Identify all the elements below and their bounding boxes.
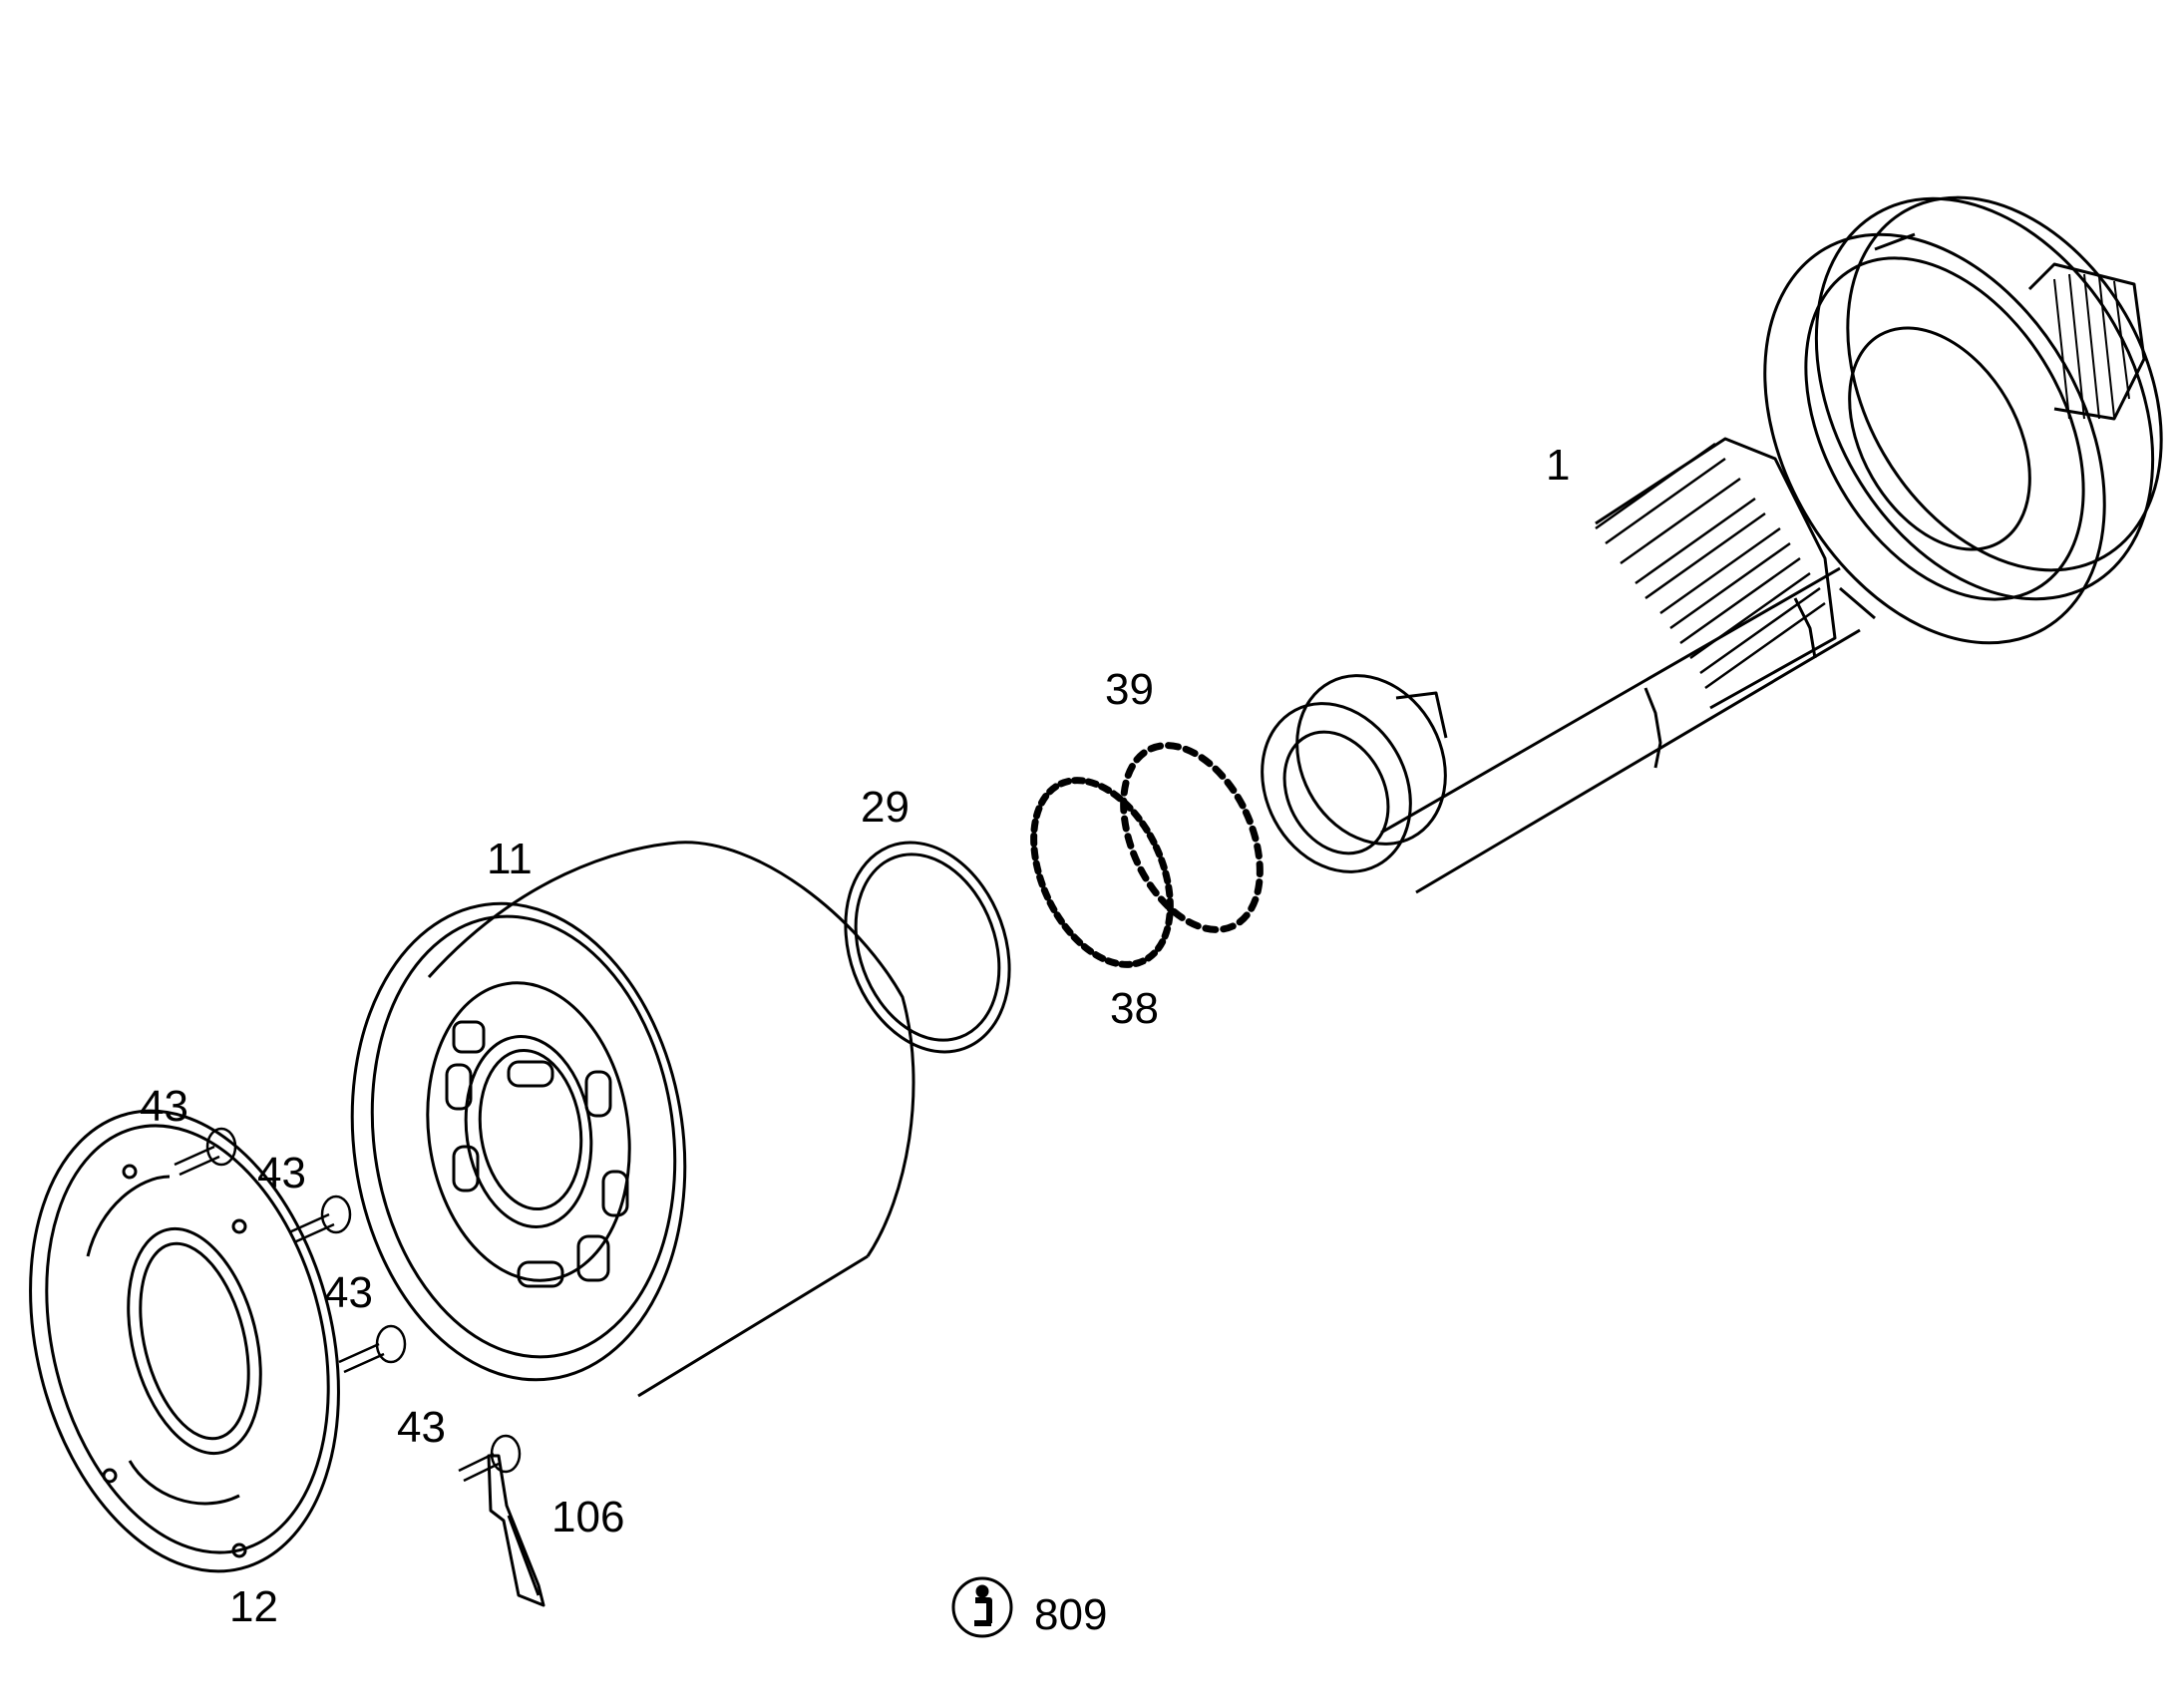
- callout-1: 1: [1546, 441, 1571, 490]
- part-43-screws: [174, 1127, 522, 1483]
- part-1-shaft: [1261, 195, 2163, 894]
- callout-106: 106: [551, 1493, 625, 1541]
- info-reference-number: 809: [1034, 1590, 1108, 1639]
- info-circle-icon: [951, 1576, 1013, 1638]
- part-106-adhesive-tube: [487, 1454, 545, 1607]
- callout-38: 38: [1110, 984, 1159, 1033]
- callout-11: 11: [487, 835, 533, 883]
- callout-43-b: 43: [257, 1149, 306, 1197]
- part-12-valve-plate: [29, 1109, 340, 1573]
- part-29-ring: [844, 841, 1011, 1054]
- callout-43-c: 43: [324, 1268, 373, 1317]
- part-11-cylinder-block: [350, 841, 915, 1398]
- callout-43-a: 43: [140, 1082, 188, 1131]
- part-38-39-spring-ring: [1030, 742, 1264, 968]
- callout-39: 39: [1105, 665, 1154, 714]
- callout-43-d: 43: [397, 1403, 446, 1452]
- callout-12: 12: [229, 1582, 278, 1631]
- callout-29: 29: [861, 783, 909, 832]
